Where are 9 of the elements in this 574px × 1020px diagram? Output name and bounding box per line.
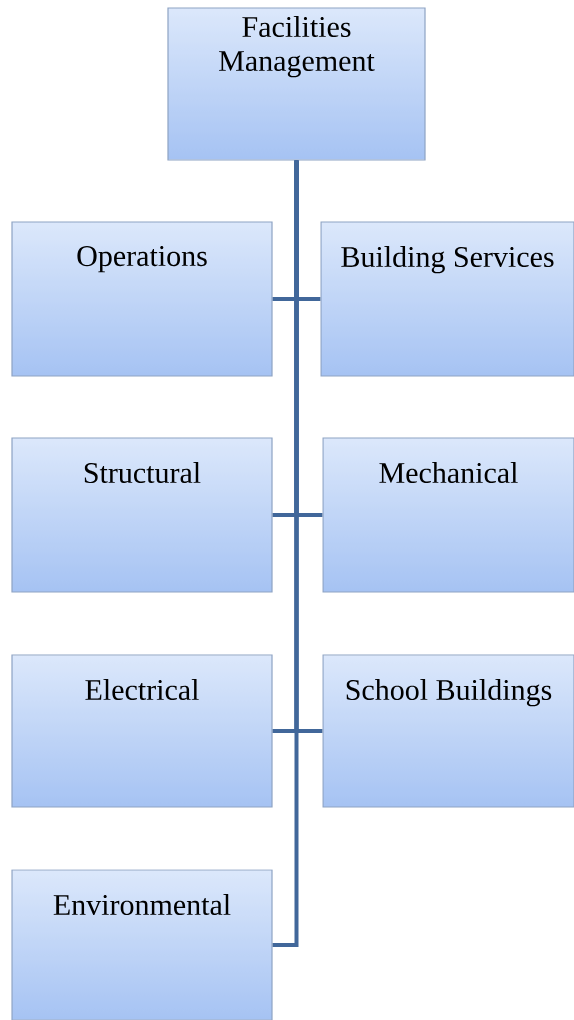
org-box: School Buildings (322, 654, 574, 808)
org-box: Environmental (11, 869, 273, 1020)
connector-line (272, 160, 299, 947)
org-box: Mechanical (322, 437, 574, 593)
org-box: Facilities Management (167, 7, 426, 161)
org-box: Structural (11, 437, 273, 593)
org-box: Electrical (11, 654, 273, 808)
org-box: Operations (11, 221, 273, 377)
org-box: Building Services (320, 221, 574, 377)
